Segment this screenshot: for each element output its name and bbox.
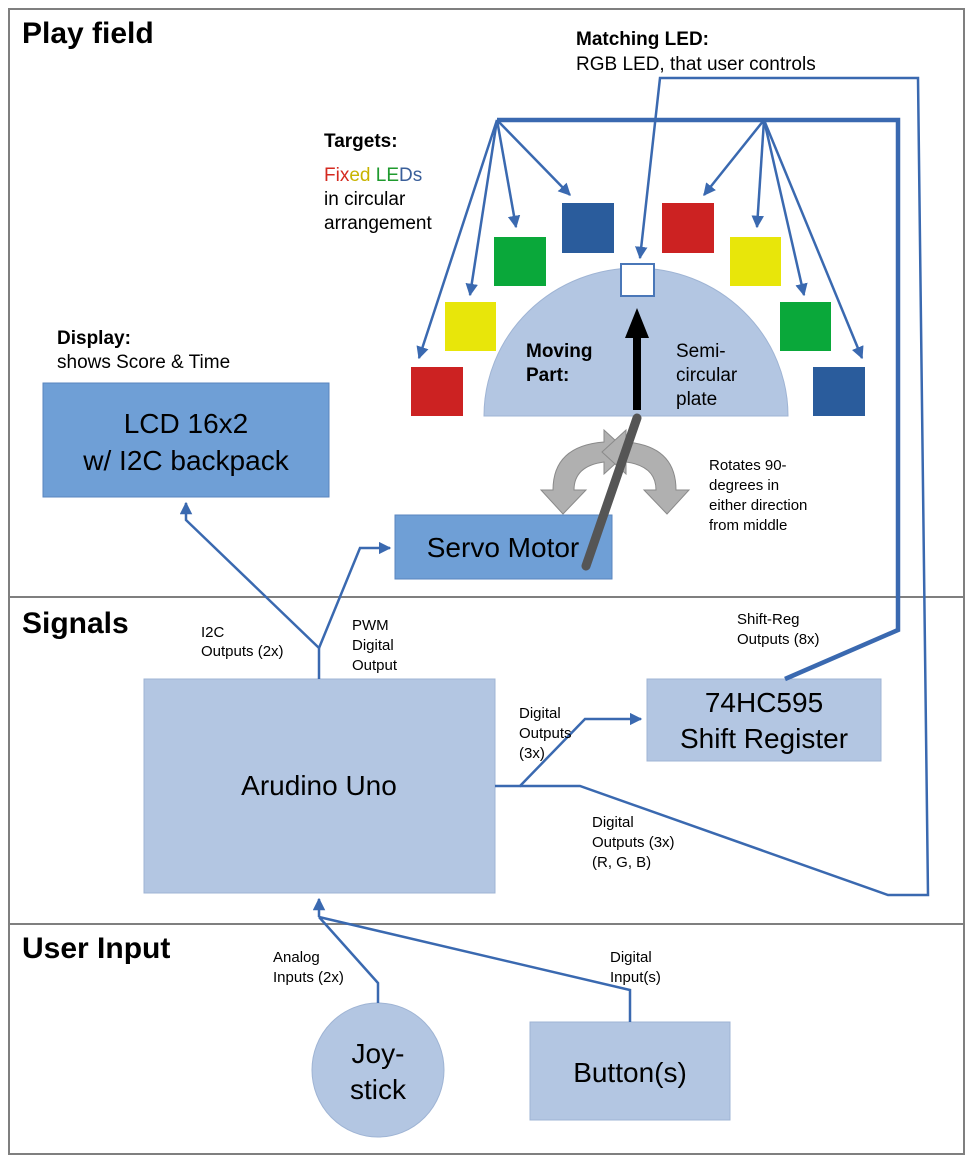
moving-part-line1: Moving — [526, 341, 593, 362]
shift-data-wire — [495, 712, 643, 788]
lcd-box — [42, 382, 330, 498]
joystick-line1: Joy- — [352, 1038, 405, 1069]
display-title: Display: — [57, 328, 131, 349]
display-desc: shows Score & Time — [57, 352, 230, 373]
pwm-wire — [317, 541, 392, 649]
digital-input-wire — [318, 915, 632, 1022]
pointer-shaft — [633, 336, 641, 410]
led-wire-2 — [465, 119, 499, 297]
plate-line1: Semi- — [676, 341, 726, 362]
user-input-title: User Input — [22, 932, 170, 965]
i2c-label-line1: I2C — [201, 624, 225, 641]
rotates-line4: from middle — [709, 517, 787, 534]
play-field-title: Play field — [22, 17, 154, 50]
fixed-leds-part: Fix — [324, 165, 350, 186]
led-wire-3 — [495, 119, 521, 229]
pwm-label-line2: Digital — [352, 637, 394, 654]
button-box — [529, 1021, 731, 1121]
led-wire-4 — [496, 119, 571, 196]
i2c-label-line2: Outputs (2x) — [201, 643, 284, 660]
moving-part-line2: Part: — [526, 365, 569, 386]
rotates-line3: either direction — [709, 497, 807, 514]
led-wire-1 — [416, 119, 499, 360]
shift-register-line2: Shift Register — [680, 723, 848, 754]
analog-label-line1: Analog — [273, 949, 320, 966]
matching-led-title: Matching LED: — [576, 29, 709, 50]
targets-line2: in circular — [324, 189, 406, 210]
targets-title: Targets: — [324, 131, 398, 152]
pointer-arrowhead — [625, 308, 649, 338]
targets-fixed-leds: Fixed LEDs — [324, 165, 422, 186]
digital-in-label-line1: Digital — [610, 949, 652, 966]
target-leds — [411, 203, 865, 416]
plate-line2: circular — [676, 365, 738, 386]
button-label: Button(s) — [573, 1057, 687, 1088]
target-led — [411, 367, 463, 416]
fixed-leds-part: Ds — [399, 165, 422, 186]
rgb-label-line3: (R, G, B) — [592, 854, 651, 871]
pwm-label-line1: PWM — [352, 617, 389, 634]
target-led — [562, 203, 614, 253]
analog-label-line2: Inputs (2x) — [273, 969, 344, 986]
target-led — [780, 302, 831, 351]
joystick-line2: stick — [350, 1074, 407, 1105]
servo-shaft — [581, 413, 642, 571]
fixed-leds-part: ed — [349, 165, 375, 186]
led-wire-6 — [751, 119, 766, 229]
joystick-circle — [311, 1002, 445, 1138]
led-wire-8 — [762, 119, 864, 360]
led-wire-5 — [703, 119, 765, 196]
analog-wire — [318, 916, 380, 1003]
servo-motor-label: Servo Motor — [427, 532, 580, 563]
rgb-label-line1: Digital — [592, 814, 634, 831]
targets-line3: arrangement — [324, 213, 432, 234]
rotates-line1: Rotates 90- — [709, 457, 787, 474]
pwm-label-line3: Output — [352, 657, 398, 674]
signals-title: Signals — [22, 607, 129, 640]
rotates-line2: degrees in — [709, 477, 779, 494]
digital-out-line3: (3x) — [519, 745, 545, 762]
arduino-uno-box — [143, 678, 496, 894]
target-led — [813, 367, 865, 416]
plate-line3: plate — [676, 389, 717, 410]
lcd-line2: w/ I2C backpack — [82, 445, 289, 476]
target-led — [494, 237, 546, 286]
led-wire-7 — [762, 119, 808, 297]
shiftreg-outputs-line2: Outputs (8x) — [737, 631, 820, 648]
user-input-section — [8, 923, 965, 1155]
matching-led-desc: RGB LED, that user controls — [576, 54, 816, 75]
shift-register-line1: 74HC595 — [705, 687, 823, 718]
shift-reg-bus — [497, 117, 901, 682]
target-led — [445, 302, 496, 351]
matching-led-square — [620, 263, 655, 297]
rgb-wire — [520, 76, 930, 897]
digital-out-line2: Outputs — [519, 725, 572, 742]
fixed-leds-part: LE — [376, 165, 399, 186]
digital-in-label-line2: Input(s) — [610, 969, 661, 986]
digital-out-line1: Digital — [519, 705, 561, 722]
rgb-label-line2: Outputs (3x) — [592, 834, 675, 851]
arduino-uno-label: Arudino Uno — [241, 770, 397, 801]
servo-motor-box — [394, 514, 613, 580]
lcd-line1: LCD 16x2 — [124, 408, 249, 439]
i2c-wire — [179, 501, 321, 679]
target-led — [730, 237, 781, 286]
shiftreg-outputs-line1: Shift-Reg — [737, 611, 800, 628]
shift-register-box — [646, 678, 882, 762]
target-led — [662, 203, 714, 253]
